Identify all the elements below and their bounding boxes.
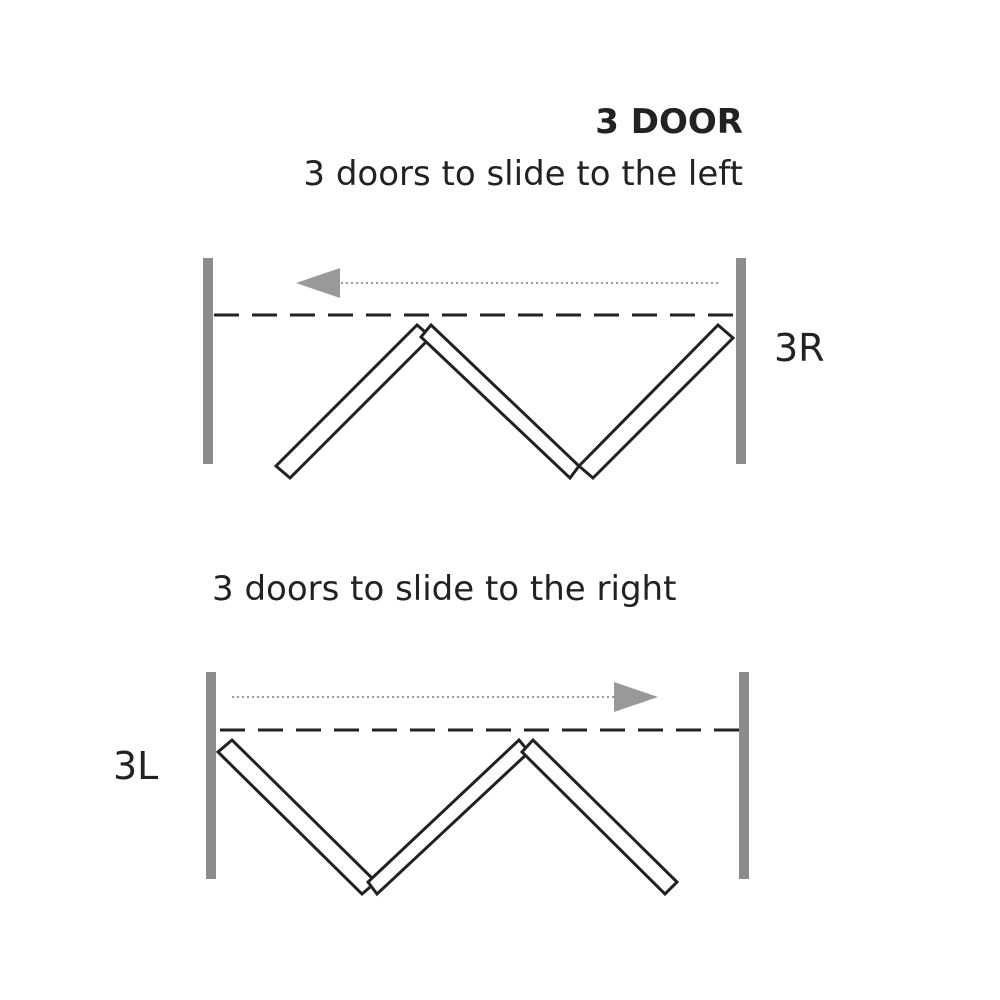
door-panel bbox=[418, 322, 581, 481]
door-panel bbox=[215, 737, 379, 897]
right-arrow-icon bbox=[614, 682, 658, 712]
configuration-code-3l: 3L bbox=[113, 744, 159, 788]
left-slide-configuration bbox=[203, 258, 746, 481]
door-panel bbox=[365, 737, 532, 897]
door-panel bbox=[576, 322, 736, 481]
caption-slide-left: 3 doors to slide to the left bbox=[303, 154, 743, 194]
caption-slide-right: 3 doors to slide to the right bbox=[212, 569, 677, 609]
left-arrow-icon bbox=[296, 268, 340, 298]
diagram-title: 3 DOOR bbox=[595, 102, 743, 142]
door-panel bbox=[273, 322, 434, 481]
right-slide-configuration bbox=[206, 672, 749, 897]
door-panel bbox=[519, 737, 680, 897]
configuration-code-3r: 3R bbox=[774, 326, 825, 370]
